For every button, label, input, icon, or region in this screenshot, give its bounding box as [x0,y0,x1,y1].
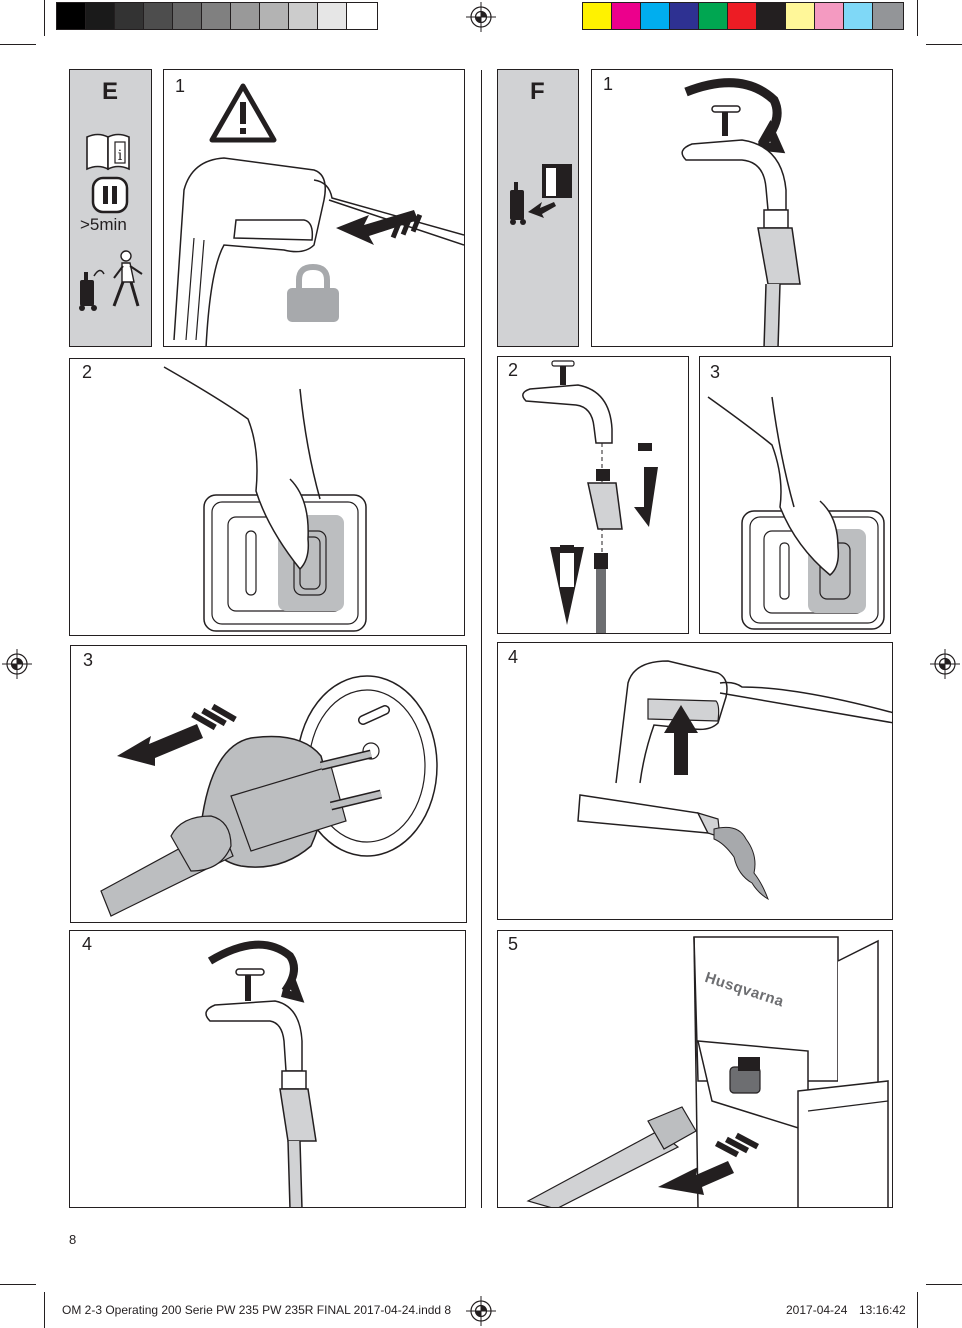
section-f-panel-1: 1 [591,69,893,347]
color-swatch [756,2,786,30]
crop-mark [0,44,36,45]
section-f-sidebar: F [497,69,579,347]
step-number: 1 [175,76,186,96]
footer-time: 13:16:42 [859,1303,906,1317]
step-number: 4 [508,647,519,667]
crop-mark [44,1292,45,1328]
unplug-illustration [100,675,438,917]
page-number: 8 [69,1232,77,1247]
disconnect-inlet-hose-illustration [526,936,889,1207]
section-f-panel-5: 5 Husqvarna [497,930,893,1208]
gray-swatch [288,2,318,30]
registration-mark-top [466,2,496,32]
pause-icon [91,176,129,214]
section-f-panel-2: 2 [497,356,689,634]
crop-mark [44,0,45,36]
power-switch-off-illustration-2 [707,396,885,630]
step-number: 1 [603,74,614,94]
step-number: 3 [83,650,94,670]
gray-swatch [114,2,144,30]
color-swatch [872,2,904,30]
detach-hose-illustration [522,360,658,633]
gray-swatch [317,2,347,30]
gray-swatch [201,2,231,30]
footer-date: 2017-04-24 [786,1303,848,1317]
section-letter: E [102,78,119,105]
color-swatch [669,2,699,30]
gray-swatch [143,2,173,30]
color-swatch [843,2,873,30]
gray-swatch [259,2,289,30]
section-e-panel-1: 1 [163,69,465,347]
close-tap-illustration [205,940,317,1207]
manual-info-icon: i [86,133,130,171]
crop-mark [917,0,918,36]
section-e-sidebar: E i >5min [69,69,152,347]
crop-mark [926,1284,962,1285]
spray-gun-trigger-locked-illustration [173,157,464,346]
registration-mark-left [2,649,32,679]
storage-indoor-icon [510,164,572,225]
svg-text:i: i [118,148,123,164]
footer-file-name: OM 2-3 Operating 200 Serie PW 235 PW 235… [62,1303,452,1317]
color-bar-grays [56,0,380,32]
walk-away-icon [79,250,143,311]
color-swatch [582,2,612,30]
section-e-panel-3: 3 [70,645,467,923]
step-number: 5 [508,934,519,954]
padlock-icon [287,264,339,322]
open-tap-illustration [681,78,801,346]
release-trigger-drain-illustration [577,660,892,901]
color-bar-colors [582,0,906,32]
gray-swatch [230,2,260,30]
section-letter: F [530,78,545,105]
color-swatch [698,2,728,30]
color-swatch [814,2,844,30]
step-number: 3 [710,362,721,382]
column-divider [481,70,482,1208]
registration-mark-bottom [466,1296,496,1326]
color-swatch [611,2,641,30]
gray-swatch [172,2,202,30]
section-e-panel-2: 2 [69,358,465,636]
warning-triangle-icon [209,83,277,143]
gray-swatch [56,2,86,30]
color-swatch [640,2,670,30]
step-number: 2 [82,362,93,382]
color-swatch [785,2,815,30]
section-e-panel-4: 4 [69,930,466,1208]
crop-mark [0,1284,36,1285]
registration-mark-right [930,649,960,679]
section-f-panel-3: 3 [699,356,891,634]
step-number: 4 [82,934,93,954]
color-swatch [727,2,757,30]
step-number: 2 [508,360,519,380]
gray-swatch [346,2,378,30]
crop-mark [926,44,962,45]
gray-swatch [85,2,115,30]
crop-mark [917,1292,918,1328]
power-switch-off-illustration [163,366,367,632]
section-f-panel-4: 4 [497,642,893,920]
time-label: >5min [80,215,127,234]
